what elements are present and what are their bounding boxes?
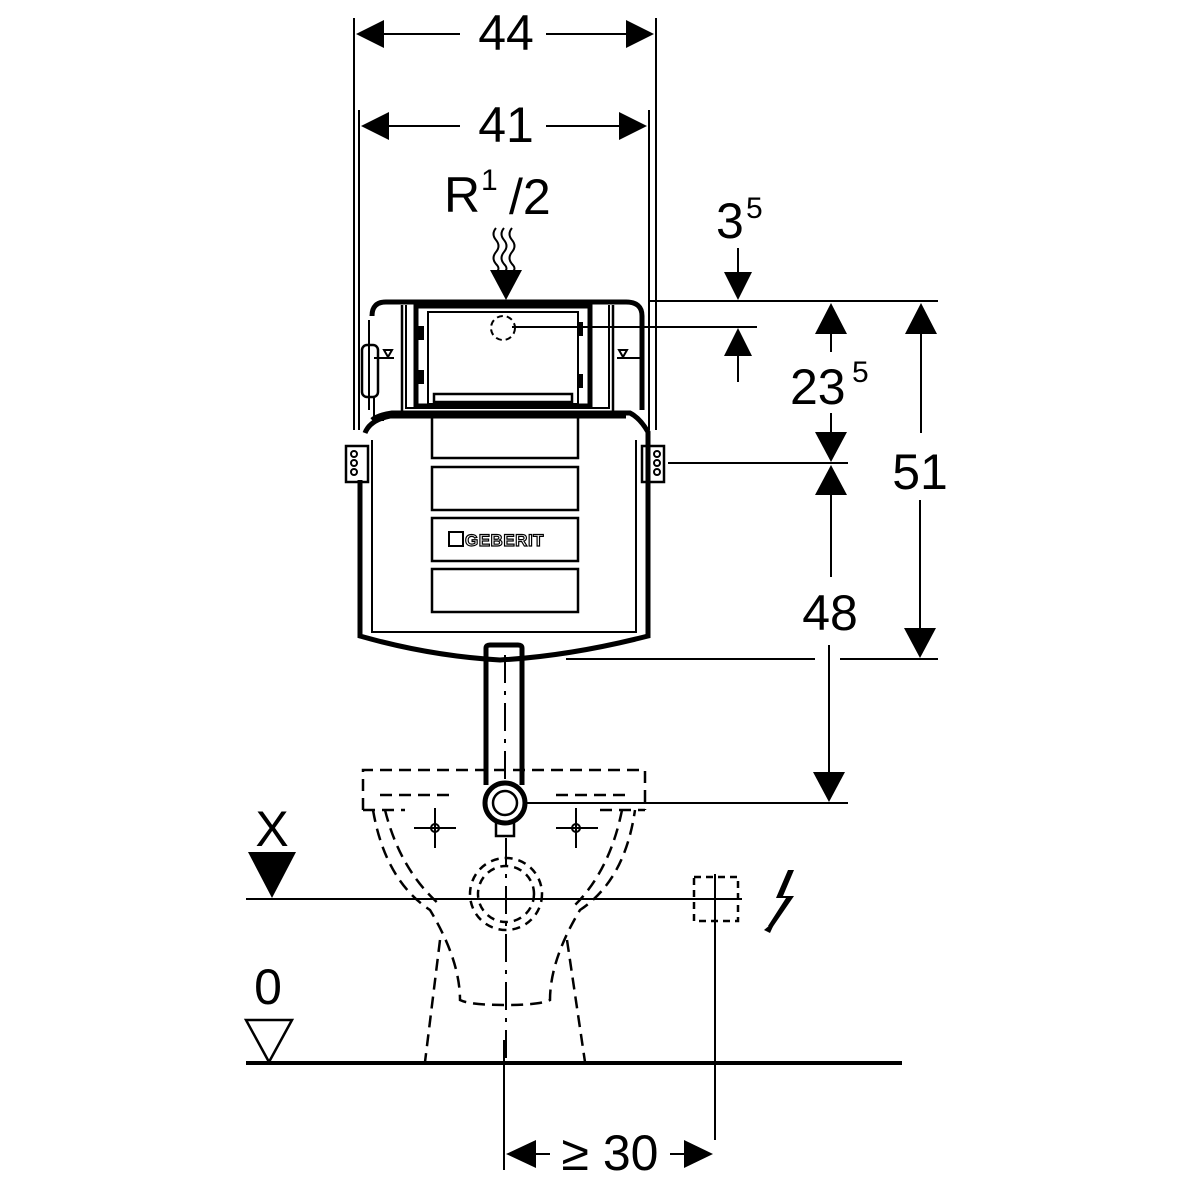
fixing-point-left bbox=[414, 808, 456, 848]
water-level-right-icon bbox=[617, 349, 640, 360]
panel-2 bbox=[430, 465, 580, 512]
dimension-30: ≥ 30 bbox=[503, 1040, 713, 1181]
mounting-bracket-right bbox=[640, 444, 666, 484]
svg-text:5: 5 bbox=[852, 356, 869, 389]
dimension-3-5: 3 5 bbox=[716, 192, 763, 382]
electrical-icon bbox=[764, 870, 794, 933]
svg-text:51: 51 bbox=[892, 444, 948, 500]
dimension-41: 41 bbox=[358, 97, 650, 430]
dimension-51: 51 bbox=[892, 303, 948, 658]
svg-text:5: 5 bbox=[746, 192, 763, 225]
dim-44-label: 44 bbox=[478, 5, 534, 61]
level-marker-filled-icon bbox=[248, 852, 296, 898]
supply-connection-label: R 1 /2 bbox=[444, 164, 551, 225]
dimension-44: 44 bbox=[353, 5, 657, 430]
geberit-logo: GEBERIT bbox=[448, 530, 544, 551]
svg-text:X: X bbox=[255, 801, 288, 857]
svg-text:0: 0 bbox=[254, 959, 282, 1015]
svg-text:/2: /2 bbox=[509, 169, 551, 225]
dim-41-label: 41 bbox=[478, 97, 534, 153]
level-floor: 0 bbox=[243, 959, 902, 1065]
panel-1 bbox=[430, 414, 580, 460]
svg-text:3: 3 bbox=[716, 193, 744, 249]
cistern: GEBERIT bbox=[344, 299, 666, 838]
svg-text:48: 48 bbox=[802, 585, 858, 641]
svg-text:≥ 30: ≥ 30 bbox=[562, 1125, 659, 1181]
dimension-48: 48 bbox=[802, 465, 858, 802]
fixing-point-right bbox=[556, 808, 598, 848]
svg-text:1: 1 bbox=[481, 164, 498, 197]
svg-text:R: R bbox=[444, 167, 480, 223]
svg-text:23: 23 bbox=[790, 359, 846, 415]
toilet-bowl bbox=[361, 768, 647, 1063]
svg-text:GEBERIT: GEBERIT bbox=[465, 531, 544, 550]
panel-3 bbox=[430, 516, 580, 563]
electrical-socket bbox=[692, 874, 740, 1140]
dimension-23-5: 23 5 bbox=[790, 303, 869, 462]
water-supply-icon bbox=[490, 227, 522, 300]
mounting-bracket-left bbox=[344, 444, 370, 484]
panel-4 bbox=[430, 567, 580, 614]
level-marker-outline-icon bbox=[243, 1018, 295, 1065]
level-x: X bbox=[246, 801, 742, 900]
flush-pipe bbox=[482, 642, 528, 838]
